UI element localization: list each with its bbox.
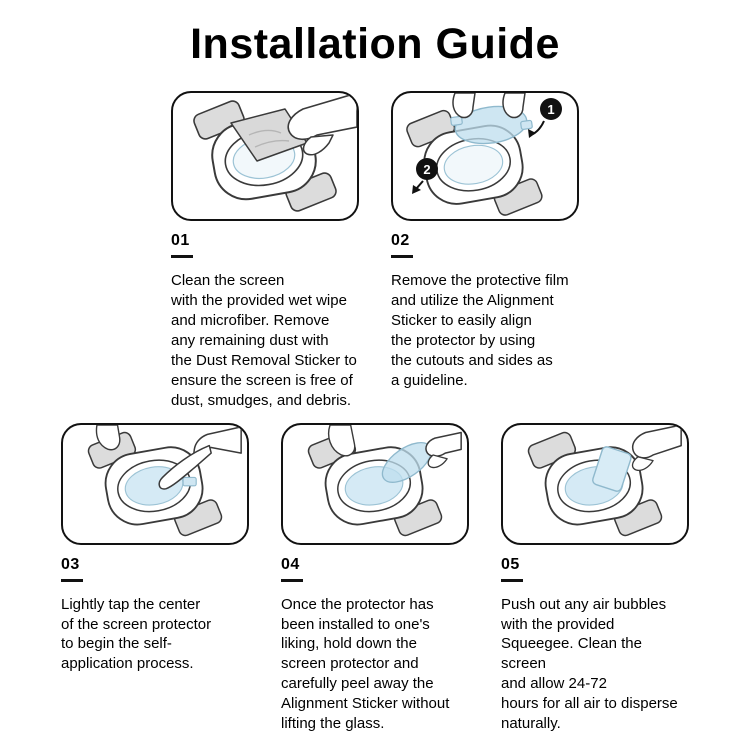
cleaning-cloth-icon xyxy=(230,108,308,162)
step-number-underline xyxy=(281,578,303,582)
step-number: 04 xyxy=(281,555,300,573)
illustration-clean-screen xyxy=(193,93,357,212)
hand-icon xyxy=(631,424,682,471)
steps-row-2: 03 Lightly tap the center of the screen … xyxy=(0,422,750,735)
alignment-tab-icon xyxy=(182,476,197,486)
step-03-illustration-panel xyxy=(61,422,249,545)
illustration-align-protector: 1 2 xyxy=(406,93,562,216)
step-05: 05 Push out any air bubbles with the pro… xyxy=(501,422,689,735)
step-text: Push out any air bubbles with the provid… xyxy=(501,595,678,733)
step-text: Lightly tap the center of the screen pro… xyxy=(61,595,212,673)
step-number-underline xyxy=(61,578,83,582)
step-number-underline xyxy=(501,578,523,582)
step-04-illustration-panel xyxy=(281,422,469,545)
step-number: 01 xyxy=(171,232,190,249)
badge-1-label: 1 xyxy=(547,102,554,117)
step-number-underline xyxy=(171,255,193,258)
step-03: 03 Lightly tap the center of the screen … xyxy=(61,422,249,735)
steps-row-1: 01 Clean the screen with the provided we… xyxy=(0,91,750,411)
page-title: Installation Guide xyxy=(190,20,560,68)
badge-1: 1 xyxy=(528,98,562,138)
step-05-illustration-panel xyxy=(501,422,689,545)
step-number: 03 xyxy=(61,555,80,573)
illustration-tap-center xyxy=(87,424,242,536)
step-number-underline xyxy=(391,255,413,258)
arrowhead-icon xyxy=(412,185,421,194)
step-02-illustration-panel: 1 2 xyxy=(391,91,579,221)
arrow-icon xyxy=(532,120,545,135)
hand-icon xyxy=(95,424,242,490)
arrowhead-icon xyxy=(528,129,536,138)
step-01-illustration-panel xyxy=(171,91,359,221)
hand-icon xyxy=(452,93,526,119)
step-text: Remove the protective film and utilize t… xyxy=(391,272,569,389)
badge-2-label: 2 xyxy=(423,162,430,177)
squeegee-icon xyxy=(592,445,632,492)
step-number: 02 xyxy=(391,232,410,249)
step-04: 04 Once the protector has been installed… xyxy=(281,422,469,735)
step-text: Clean the screen with the provided wet w… xyxy=(171,272,357,409)
hand-icon xyxy=(327,424,462,468)
badge-2: 2 xyxy=(412,158,438,194)
step-01: 01 Clean the screen with the provided we… xyxy=(171,91,359,411)
finger-icon xyxy=(158,444,212,490)
illustration-peel-sticker xyxy=(307,424,462,536)
hand-icon xyxy=(287,93,357,156)
illustration-squeegee xyxy=(527,424,682,536)
watch-device xyxy=(406,109,543,216)
step-number: 05 xyxy=(501,555,520,573)
step-text: Once the protector has been installed to… xyxy=(281,595,450,733)
step-02: 1 2 02 Remove the protective film and ut… xyxy=(391,91,579,411)
